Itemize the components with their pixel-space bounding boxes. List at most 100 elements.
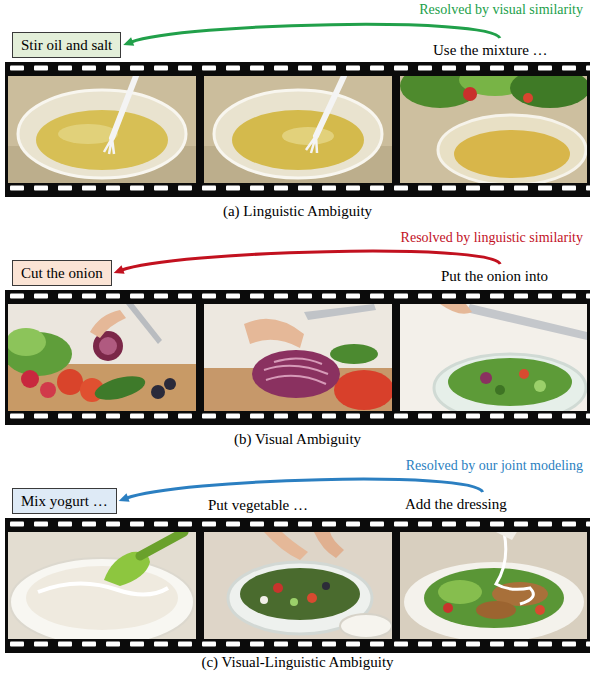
- illustration-part: [8, 76, 196, 183]
- film-strip: [5, 518, 590, 653]
- illustration-part: [8, 532, 196, 639]
- illustration-part: [400, 304, 587, 411]
- illustration-part: [151, 385, 165, 399]
- illustration-part: [340, 614, 392, 638]
- illustration-part: [264, 532, 308, 560]
- illustration-part: [8, 532, 196, 639]
- step-box: Cut the onion: [12, 260, 112, 286]
- illustration-part: [273, 583, 283, 593]
- illustration-part: [204, 76, 392, 183]
- edge-label: Resolved by visual similarity: [419, 2, 583, 18]
- arrow-head: [123, 37, 134, 45]
- illustration-part: [36, 110, 168, 170]
- sentence-text: Put the onion into: [438, 266, 551, 286]
- illustration-part: [476, 601, 516, 619]
- illustration-part: [92, 372, 147, 405]
- illustration-part: [495, 385, 505, 395]
- illustration-part: [424, 568, 564, 628]
- arrow-line: [131, 24, 500, 42]
- illustration-part: [5, 185, 590, 197]
- illustration-part: [438, 580, 482, 604]
- illustration-part: [8, 328, 46, 356]
- illustration-part: [140, 532, 184, 556]
- step-box: Stir oil and salt: [12, 32, 121, 58]
- edge-label: Resolved by our joint modeling: [406, 458, 583, 474]
- illustration-part: [306, 136, 317, 153]
- illustration-part: [204, 304, 392, 411]
- illustration-part: [5, 62, 590, 74]
- illustration-part: [496, 532, 518, 540]
- illustration-part: [5, 62, 590, 197]
- illustration-part: [232, 110, 364, 170]
- illustration-part: [443, 603, 453, 613]
- illustration-part: [244, 319, 304, 348]
- illustration-part: [314, 532, 344, 558]
- arrow-head: [114, 265, 125, 273]
- illustration-part: [260, 596, 268, 604]
- illustration-part: [463, 87, 477, 101]
- illustration-part: [5, 290, 590, 425]
- illustration-part: [304, 304, 376, 320]
- illustration-part: [204, 532, 392, 639]
- illustration-part: [400, 304, 587, 411]
- illustration-part: [440, 304, 472, 314]
- node-text: Cut the onion: [21, 265, 103, 281]
- illustration-part: [8, 76, 196, 183]
- illustration-part: [466, 304, 587, 340]
- illustration-part: [5, 290, 590, 302]
- illustration-part: [523, 93, 533, 103]
- illustration-part: [400, 76, 587, 183]
- illustration-part: [204, 76, 392, 183]
- illustration-part: [204, 532, 392, 639]
- illustration-part: [204, 76, 392, 183]
- illustration-part: [99, 337, 117, 355]
- illustration-part: [38, 583, 168, 594]
- illustration-part: [214, 90, 382, 178]
- illustration-part: [510, 76, 587, 108]
- illustration-part: [112, 76, 136, 138]
- illustration-part: [126, 304, 162, 344]
- node-text: Use the mixture …: [433, 42, 548, 58]
- illustration-part: [240, 568, 360, 620]
- illustration-part: [5, 641, 590, 653]
- step-box: Mix yogurt …: [12, 488, 117, 514]
- node-text: Stir oil and salt: [21, 37, 112, 53]
- illustration-part: [5, 518, 590, 530]
- illustration-part: [480, 372, 492, 384]
- illustration-part: [104, 138, 114, 154]
- illustration-part: [8, 304, 196, 411]
- illustration-part: [438, 115, 586, 183]
- sentence-text: Use the mixture …: [430, 40, 551, 60]
- illustration-part: [5, 518, 590, 653]
- illustration-part: [164, 378, 176, 390]
- illustration-part: [322, 582, 330, 590]
- arrow-line: [121, 251, 500, 270]
- node-text: Mix yogurt …: [21, 493, 108, 509]
- illustration-part: [307, 593, 317, 603]
- illustration-part: [252, 350, 340, 398]
- illustration-part: [400, 76, 587, 183]
- illustration-part: [400, 532, 587, 639]
- film-strip: [5, 62, 590, 197]
- panel-caption: (b) Visual Ambiguity: [0, 431, 595, 448]
- arrow-head: [119, 493, 130, 501]
- illustration-part: [8, 304, 196, 411]
- illustration-part: [496, 532, 533, 604]
- illustration-part: [26, 566, 178, 630]
- illustration-part: [264, 358, 328, 384]
- illustration-part: [535, 605, 545, 615]
- illustration-part: [204, 532, 392, 639]
- illustration-part: [330, 344, 378, 364]
- node-text: Add the dressing: [405, 496, 507, 512]
- node-text: Put the onion into: [441, 268, 548, 284]
- illustration-part: [534, 380, 546, 392]
- panel-caption: (a) Linguistic Ambiguity: [0, 203, 595, 220]
- illustration-part: [448, 358, 572, 406]
- illustration-part: [290, 598, 298, 606]
- illustration-part: [404, 562, 584, 639]
- film-strip: [5, 290, 590, 425]
- illustration-part: [5, 413, 590, 425]
- illustration-part: [519, 369, 529, 379]
- illustration-part: [282, 127, 334, 145]
